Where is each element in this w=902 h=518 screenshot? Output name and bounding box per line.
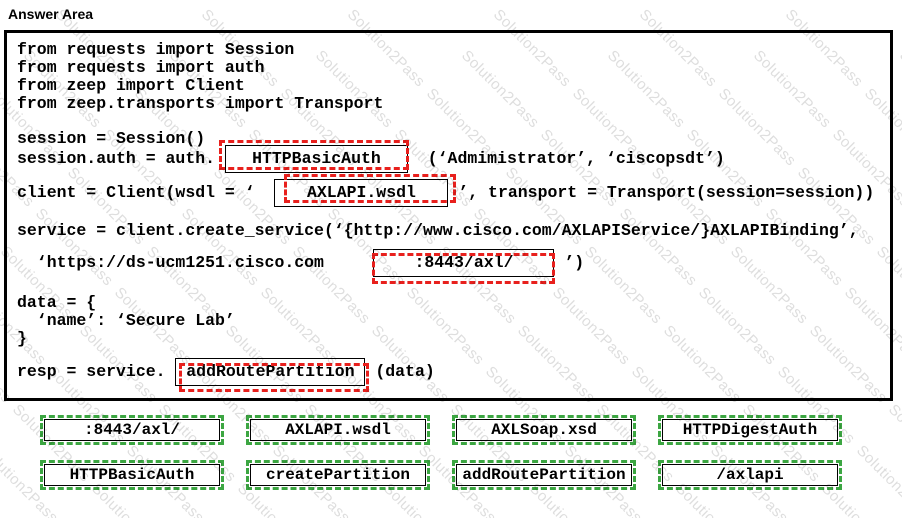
- code-line-import-1: from requests import Session: [17, 40, 295, 59]
- code-text: ’, transport = Transport(session=session…: [448, 183, 875, 202]
- code-line-data-open: data = {: [17, 293, 97, 312]
- option-chip-label: HTTPBasicAuth: [44, 464, 220, 486]
- answer-slot-wsdl-file[interactable]: AXLAPI.wsdl: [274, 174, 457, 207]
- code-text: (data): [365, 362, 435, 381]
- option-chip-axlapi-path[interactable]: /axlapi: [658, 460, 842, 490]
- code-text: ’): [554, 253, 585, 272]
- answer-slot-auth-method[interactable]: HTTPBasicAuth: [218, 140, 409, 173]
- code-text: ‘https://ds-ucm1251.cisco.com: [17, 253, 374, 272]
- option-chip-httpbasicauth[interactable]: HTTPBasicAuth: [40, 460, 224, 490]
- code-line-service: service = client.create_service(‘{http:/…: [17, 221, 859, 240]
- options-grid: :8443/axl/ AXLAPI.wsdl AXLSoap.xsd HTTPD…: [40, 415, 902, 490]
- answer-slot-api-method[interactable]: addRoutePartition: [175, 358, 370, 392]
- code-line-data-name: ‘name’: ‘Secure Lab’: [17, 311, 235, 330]
- option-chip-label: /axlapi: [662, 464, 838, 486]
- option-chip-label: createPartition: [250, 464, 426, 486]
- code-line-session: session = Session(): [17, 129, 206, 148]
- code-line-url: ‘https://ds-ucm1251.cisco.com :8443/axl/…: [17, 248, 886, 284]
- code-line-resp: resp = service. addRoutePartition (data): [17, 357, 886, 392]
- code-line-data-close: }: [17, 329, 27, 348]
- option-chip-label: AXLAPI.wsdl: [250, 419, 426, 441]
- code-text: session.auth = auth.: [17, 149, 225, 168]
- option-chip-createpartition[interactable]: createPartition: [246, 460, 430, 490]
- option-chip-axlsoap-xsd[interactable]: AXLSoap.xsd: [452, 415, 636, 445]
- option-chip-label: AXLSoap.xsd: [456, 419, 632, 441]
- option-chip-port[interactable]: :8443/axl/: [40, 415, 224, 445]
- answer-slot-url-port[interactable]: :8443/axl/: [372, 249, 556, 284]
- code-line-import-4: from zeep.transports import Transport: [17, 94, 384, 113]
- code-text: (‘Admimistrator’, ‘ciscopsdt’): [407, 149, 725, 168]
- code-text: resp = service.: [17, 362, 176, 381]
- page-title: Answer Area: [8, 6, 94, 22]
- code-block: from requests import Session from reques…: [4, 30, 893, 401]
- code-line-import-2: from requests import auth: [17, 58, 265, 77]
- option-chip-addroutepartition[interactable]: addRoutePartition: [452, 460, 636, 490]
- option-chip-label: HTTPDigestAuth: [662, 419, 838, 441]
- option-chip-httpdigestauth[interactable]: HTTPDigestAuth: [658, 415, 842, 445]
- code-line-auth: session.auth = auth. HTTPBasicAuth (‘Adm…: [17, 140, 886, 174]
- option-chip-label: addRoutePartition: [456, 464, 632, 486]
- option-chip-axlapi-wsdl[interactable]: AXLAPI.wsdl: [246, 415, 430, 445]
- code-line-client: client = Client(wsdl = ‘ AXLAPI.wsdl ’, …: [17, 174, 886, 208]
- option-chip-label: :8443/axl/: [44, 419, 220, 441]
- code-text: client = Client(wsdl = ‘: [17, 183, 275, 202]
- code-line-import-3: from zeep import Client: [17, 76, 245, 95]
